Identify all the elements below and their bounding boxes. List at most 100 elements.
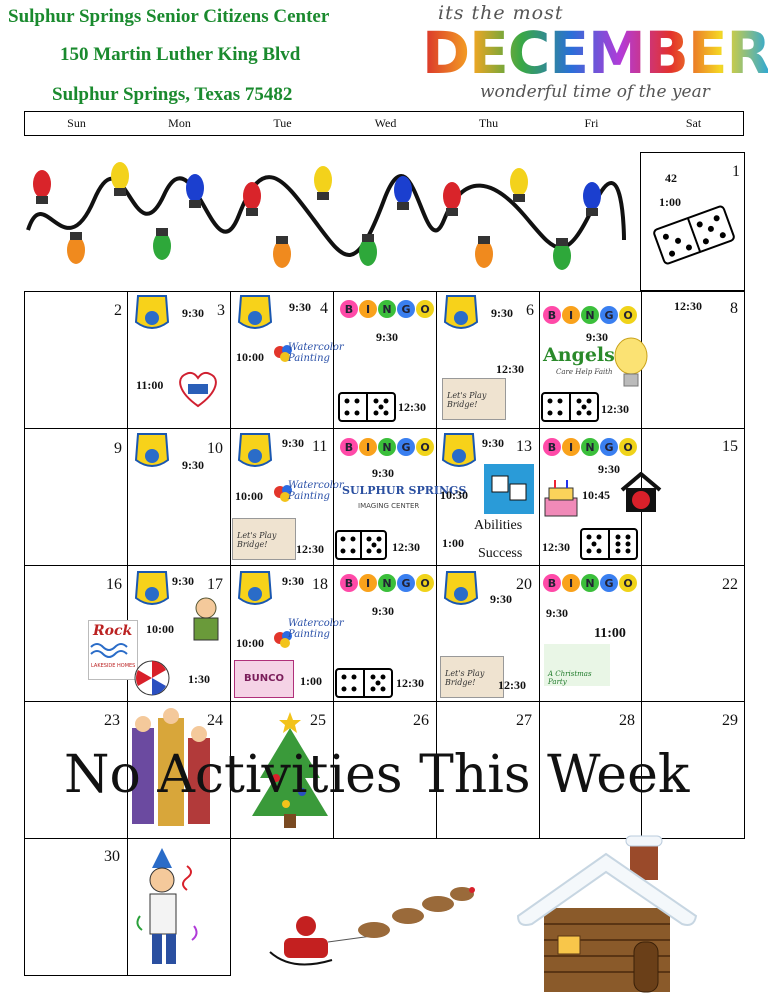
bingo-icon: B I N G O <box>340 300 435 322</box>
fit-and-strong-icon <box>443 571 479 605</box>
domino-icon <box>338 392 396 422</box>
event-time: 12:30 <box>296 542 324 556</box>
day-divider <box>127 291 128 839</box>
event-time: 9:30 <box>282 436 304 450</box>
day-divider <box>641 291 642 839</box>
day-number-10: 10 <box>207 440 223 457</box>
event-time: 11:00 <box>136 378 164 392</box>
event-time: 9:30 <box>598 462 620 476</box>
bingo-ball: N <box>378 438 396 456</box>
bingo-ball: G <box>600 438 618 456</box>
day-number-8: 8 <box>730 300 738 317</box>
day-number-22: 22 <box>722 576 738 593</box>
rock-creek-title: Rock <box>93 623 133 639</box>
bunco-icon: BUNCO <box>234 660 294 698</box>
day-number-23: 23 <box>104 712 120 729</box>
water-waves-icon <box>90 643 128 658</box>
center-name: Sulphur Springs Senior Citizens Center <box>8 6 330 27</box>
bingo-ball: I <box>562 574 580 592</box>
weekday-sat: Sat <box>685 116 702 130</box>
event-time: 12:30 <box>396 676 424 690</box>
no-activities-message: No Activities This Week <box>64 745 690 805</box>
bingo-ball: I <box>562 438 580 456</box>
snowy-cabin-icon <box>516 835 698 993</box>
christmas-tree-icon <box>252 712 328 828</box>
fit-and-strong-icon <box>237 571 273 605</box>
event-time: 9:30 <box>372 466 394 480</box>
bingo-ball: B <box>340 574 358 592</box>
december-banner: its the most DECEMBER wonderful time of … <box>422 2 768 106</box>
event-time: 1:30 <box>188 672 210 686</box>
event-time: 10:00 <box>236 350 264 364</box>
school-apple-icon <box>620 472 662 512</box>
event-time: 10:00 <box>235 489 263 503</box>
heart-logo-icon <box>179 371 217 408</box>
bridge-cards-icon: Let's Play Bridge! <box>440 656 504 698</box>
fit-and-strong-icon <box>134 295 170 329</box>
bingo-ball: N <box>581 306 599 324</box>
bingo-icon: B I N G O <box>543 574 638 596</box>
bingo-ball: O <box>619 438 637 456</box>
day-number-13: 13 <box>516 438 532 455</box>
weekday-sun: Sun <box>67 116 86 130</box>
bingo-ball: B <box>340 300 358 318</box>
week-divider <box>24 701 745 702</box>
event-count: 42 <box>665 171 677 185</box>
event-time: 10:00 <box>236 636 264 650</box>
weekday-mon: Mon <box>168 116 191 130</box>
event-time: 9:30 <box>182 306 204 320</box>
game-dice-icon <box>484 464 534 514</box>
fit-and-strong-icon <box>237 295 273 329</box>
bingo-ball: O <box>416 300 434 318</box>
event-time: 12:30 <box>498 678 526 692</box>
event-time: 1:00 <box>442 536 464 550</box>
event-time: 10:30 <box>440 488 468 502</box>
fit-and-strong-icon <box>134 571 170 605</box>
event-time: 9:30 <box>282 574 304 588</box>
day-number-20: 20 <box>516 576 532 593</box>
bunco-label: BUNCO <box>244 673 284 684</box>
bridge-cards-icon: Let's Play Bridge! <box>442 378 506 420</box>
day-divider <box>436 291 437 839</box>
weekday-tue: Tue <box>273 116 292 130</box>
bingo-ball: I <box>359 300 377 318</box>
bingo-ball: I <box>359 438 377 456</box>
santa-sleigh-icon <box>269 887 475 966</box>
event-time: 9:30 <box>172 574 194 588</box>
bingo-ball: G <box>397 574 415 592</box>
bingo-ball: N <box>378 574 396 592</box>
day-divider <box>539 291 540 839</box>
bingo-icon: B I N G O <box>543 306 638 328</box>
day-number: 1 <box>732 163 740 180</box>
bingo-ball: G <box>397 300 415 318</box>
day-number-25: 25 <box>310 712 326 729</box>
bridge-cards-label: Let's Play Bridge! <box>445 669 485 687</box>
day-divider <box>127 838 128 976</box>
bridge-cards-label: Let's Play Bridge! <box>237 531 277 549</box>
bingo-ball: N <box>581 574 599 592</box>
bingo-icon: B I N G O <box>543 438 638 460</box>
bingo-ball: G <box>600 574 618 592</box>
bridge-cards-label: Let's Play Bridge! <box>447 391 487 409</box>
day-number-17: 17 <box>207 576 223 593</box>
bingo-ball: O <box>416 574 434 592</box>
fit-and-strong-icon <box>441 433 477 467</box>
day-cell-1[interactable]: 1 42 1:00 <box>640 152 745 291</box>
bingo-ball: O <box>416 438 434 456</box>
banner-top-text: its the most <box>438 2 564 24</box>
abilities-text: Abilities <box>474 518 523 533</box>
party-man-icon <box>136 848 198 964</box>
christmas-lights-illustration <box>26 162 626 270</box>
event-time: 9:30 <box>490 592 512 606</box>
domino-icon <box>580 528 638 560</box>
person-sitting-icon <box>193 597 219 641</box>
day-number-24: 24 <box>207 712 223 729</box>
day-number-29: 29 <box>722 712 738 729</box>
day-number-18: 18 <box>312 576 328 593</box>
birthday-cake-icon <box>544 480 578 517</box>
bingo-ball: O <box>619 574 637 592</box>
watercolor-painting-label: Watercolor Painting <box>288 342 344 364</box>
day-divider <box>333 291 334 839</box>
event-time: 1:00 <box>659 195 681 209</box>
dominoes-icon <box>653 205 735 265</box>
